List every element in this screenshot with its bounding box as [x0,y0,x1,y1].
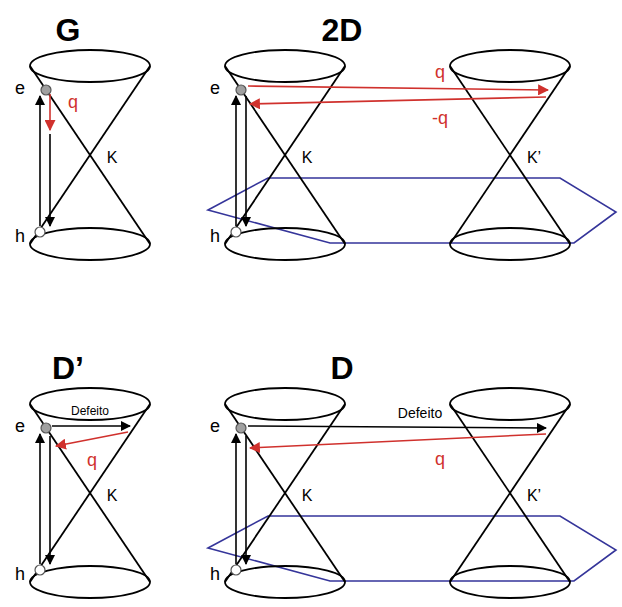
state-label: h [15,227,25,245]
dirac-cones [30,50,570,598]
transition-arrows [40,426,130,564]
defect-label: Defeito [69,404,111,418]
state-label: e [15,417,25,435]
phonon-label: q [435,63,445,81]
point-label: K’ [527,150,541,166]
phonon-label: q [87,451,97,469]
state-label: e [210,79,220,97]
state-label: e [210,417,220,435]
state-label: h [210,227,220,245]
carrier-dots [35,85,246,575]
state-label: e [15,79,25,97]
transition-arrows [236,426,546,564]
point-label: K [107,150,118,166]
point-label: K [302,488,313,504]
phonon-label: -q [432,109,448,127]
phonon-label: q [68,93,78,111]
transition-arrows [40,94,50,226]
panel-title: D [330,352,353,384]
defect-label: Defeito [396,405,444,421]
point-label: K [302,150,313,166]
state-label: h [210,565,220,583]
point-label: K’ [527,488,541,504]
state-label: h [15,565,25,583]
phonon-label: q [435,450,445,468]
panel-title: D’ [52,352,84,384]
point-label: K [107,488,118,504]
panel-title: G [56,14,81,46]
panel-title: 2D [322,14,363,46]
transition-arrows [236,86,548,226]
